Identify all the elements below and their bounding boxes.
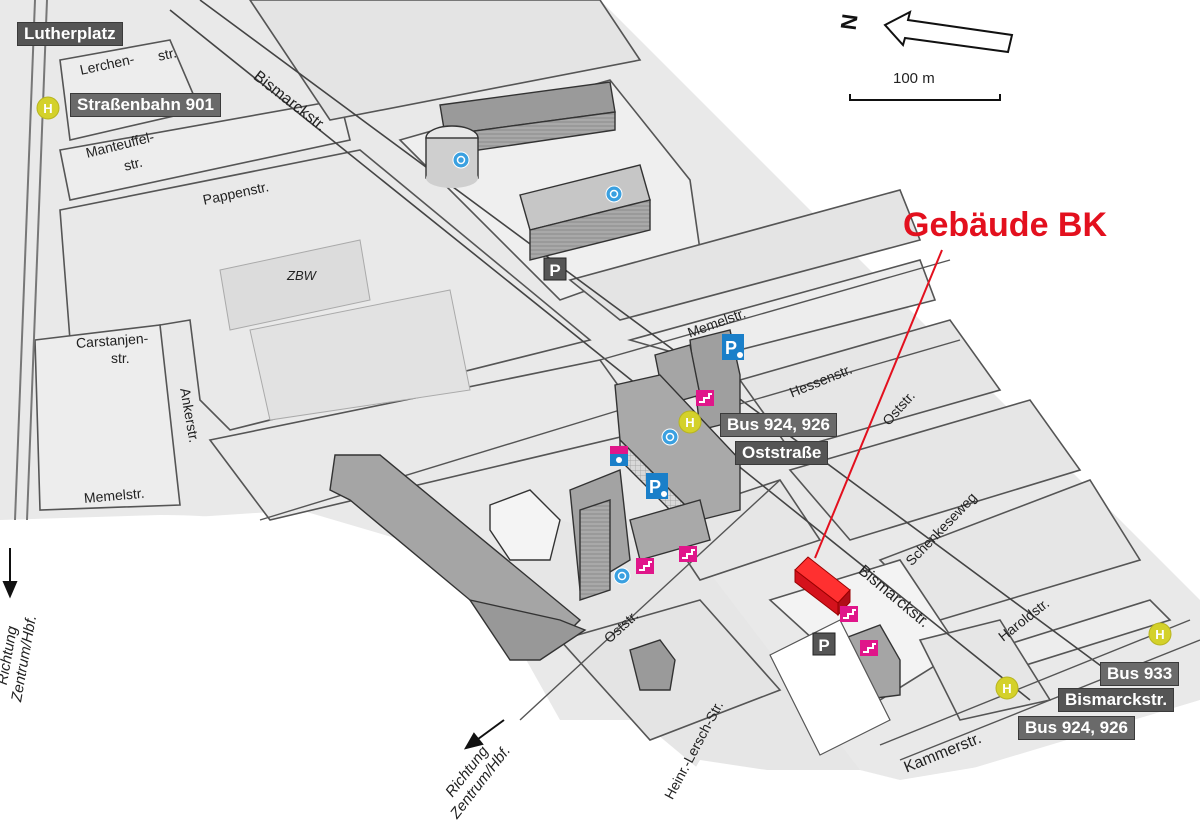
parking-icon: P <box>543 257 567 281</box>
cafeteria-icon <box>605 185 623 203</box>
bus-oststr-lines-label: Bus 924, 926 <box>720 413 838 437</box>
arrow-down-left-icon <box>463 719 505 750</box>
direction-arrow-icons <box>2 548 505 750</box>
stairs-icon <box>840 606 858 622</box>
stop-icons[interactable]: H H H H <box>36 96 1172 700</box>
zbw-buildings <box>219 239 471 421</box>
svg-text:H: H <box>43 101 52 116</box>
tram-stop-icon: H <box>36 96 60 120</box>
north-arrow-icon: N <box>836 10 1014 54</box>
cafeteria-icon <box>613 567 631 585</box>
cafeteria-icon <box>661 428 679 446</box>
tram-tracks <box>14 0 48 521</box>
svg-text:N: N <box>836 12 863 31</box>
svg-text:P: P <box>549 261 560 280</box>
accessible-parking-icon: P <box>722 334 744 360</box>
zbw-label: ZBW <box>287 268 316 283</box>
bus-bismarck-lines-label: Bus 924, 926 <box>1018 716 1136 740</box>
svg-text:H: H <box>1155 627 1164 642</box>
entrance-icons <box>636 390 878 656</box>
bus-stop-icon-oststr: H <box>678 410 702 434</box>
arrow-down-icon <box>2 548 18 599</box>
svg-text:H: H <box>1002 681 1011 696</box>
svg-text:P: P <box>649 477 661 497</box>
bk-leader-line <box>814 249 943 559</box>
bismarckstr-stop-label: Bismarckstr. <box>1058 688 1175 712</box>
stairs-icon <box>696 390 714 406</box>
empty-area <box>0 515 600 828</box>
bismarckstr-road <box>169 0 1121 701</box>
strassenbahn-label: Straßenbahn 901 <box>70 93 221 117</box>
cafeteria-icons <box>452 151 679 585</box>
accessible-entrance-icon <box>610 446 628 466</box>
street-label: str. <box>111 350 130 366</box>
bus-933-label: Bus 933 <box>1100 662 1180 686</box>
svg-text:P: P <box>818 636 829 655</box>
svg-text:P: P <box>725 338 737 358</box>
campus-buildings <box>329 81 901 701</box>
building-bk[interactable] <box>794 556 851 617</box>
accessible-parking-icons: P P <box>610 334 744 499</box>
bk-parking-lot <box>769 619 891 756</box>
stairs-icon <box>636 558 654 574</box>
accessible-parking-icon: P <box>646 473 668 499</box>
stairs-icon <box>679 546 697 562</box>
bus-stop-icon-bismarck-924: H <box>995 676 1019 700</box>
parking-icon: P <box>812 632 836 656</box>
parking-icons: P P <box>543 257 836 656</box>
target-building-title: Gebäude BK <box>903 206 1108 244</box>
scale-label: 100 m <box>893 70 935 87</box>
svg-text:H: H <box>685 415 694 430</box>
cafeteria-icon <box>452 151 470 169</box>
bus-oststr-name-label: Oststraße <box>735 441 829 465</box>
lutherplatz-label: Lutherplatz <box>17 22 123 46</box>
stairs-icon <box>860 640 878 656</box>
scale-bar <box>849 94 1001 101</box>
bus-stop-icon-bismarck-933: H <box>1148 622 1172 646</box>
empty-area-right <box>660 700 1200 828</box>
